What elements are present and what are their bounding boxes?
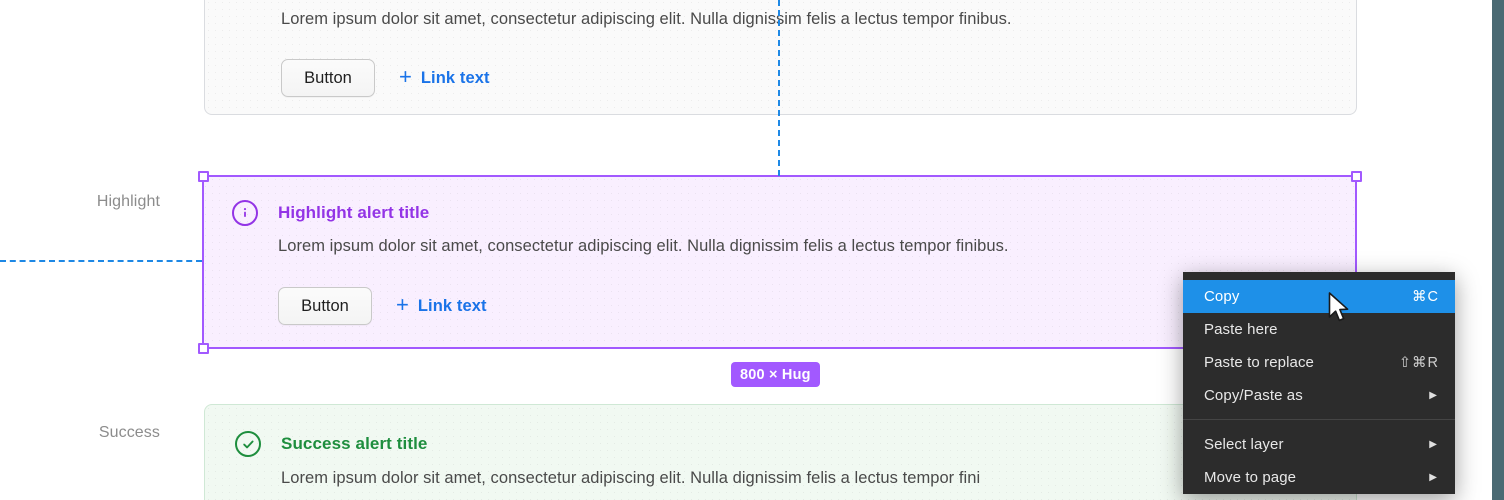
alert-card-highlight[interactable]: Highlight alert title Lorem ipsum dolor … xyxy=(202,176,1357,348)
menu-item-move-to-page[interactable]: Move to page ▶ xyxy=(1183,461,1455,494)
selection-edge-bottom xyxy=(202,347,1357,349)
alert-card-neutral[interactable]: Lorem ipsum dolor sit amet, consectetur … xyxy=(204,0,1357,115)
selection-handle-bottom-left[interactable] xyxy=(198,343,209,354)
plus-icon: + xyxy=(399,64,412,89)
row-label-success: Success xyxy=(98,424,160,441)
alert-neutral-button[interactable]: Button xyxy=(281,59,375,97)
guide-horizontal xyxy=(0,260,202,262)
row-label-highlight: Highlight xyxy=(96,193,160,210)
alert-highlight-body: Lorem ipsum dolor sit amet, consectetur … xyxy=(278,237,1009,255)
chevron-right-icon: ▶ xyxy=(1429,471,1437,483)
menu-item-copy[interactable]: Copy ⌘C xyxy=(1183,280,1455,313)
selection-handle-top-left[interactable] xyxy=(198,171,209,182)
info-circle-icon xyxy=(232,200,258,226)
alert-highlight-actions: Button + Link text xyxy=(278,287,487,325)
menu-item-paste-to-replace-shortcut: ⇧⌘R xyxy=(1398,354,1439,371)
context-menu[interactable]: Copy ⌘C Paste here Paste to replace ⇧⌘R … xyxy=(1183,272,1455,494)
check-circle-icon xyxy=(235,431,261,457)
alert-neutral-link[interactable]: + Link text xyxy=(399,64,490,89)
menu-item-copy-shortcut: ⌘C xyxy=(1412,288,1439,305)
menu-item-copy-paste-as-label: Copy/Paste as xyxy=(1204,387,1303,404)
alert-neutral-actions: Button + Link text xyxy=(281,59,490,97)
plus-icon: + xyxy=(396,292,409,317)
selection-edge-left xyxy=(202,175,204,349)
alert-highlight-button[interactable]: Button xyxy=(278,287,372,325)
menu-item-copy-paste-as[interactable]: Copy/Paste as ▶ xyxy=(1183,379,1455,412)
right-panel-gap xyxy=(1455,0,1492,500)
selection-edge-top xyxy=(202,175,1357,177)
alert-success-body: Lorem ipsum dolor sit amet, consectetur … xyxy=(281,469,981,487)
menu-item-paste-here[interactable]: Paste here xyxy=(1183,313,1455,346)
menu-item-paste-to-replace[interactable]: Paste to replace ⇧⌘R xyxy=(1183,346,1455,379)
selection-edge-right xyxy=(1355,175,1357,349)
size-badge: 800 × Hug xyxy=(731,362,820,387)
menu-item-select-layer-label: Select layer xyxy=(1204,436,1284,453)
alert-card-success[interactable]: Success alert title Lorem ipsum dolor si… xyxy=(204,404,1357,500)
alert-neutral-link-label: Link text xyxy=(420,68,490,87)
menu-item-paste-to-replace-label: Paste to replace xyxy=(1204,354,1314,371)
menu-item-paste-here-label: Paste here xyxy=(1204,321,1278,338)
chevron-right-icon: ▶ xyxy=(1429,389,1437,401)
alert-success-title: Success alert title xyxy=(281,434,428,453)
menu-item-copy-label: Copy xyxy=(1204,288,1240,305)
alert-highlight-link[interactable]: + Link text xyxy=(396,292,487,317)
right-edge-strip xyxy=(1492,0,1504,500)
selection-handle-top-right[interactable] xyxy=(1351,171,1362,182)
menu-item-move-to-page-label: Move to page xyxy=(1204,469,1297,486)
menu-item-select-layer[interactable]: Select layer ▶ xyxy=(1183,428,1455,461)
menu-separator xyxy=(1183,419,1455,420)
chevron-right-icon: ▶ xyxy=(1429,438,1437,450)
guide-vertical xyxy=(778,0,780,176)
alert-highlight-title: Highlight alert title xyxy=(278,203,430,222)
alert-neutral-body: Lorem ipsum dolor sit amet, consectetur … xyxy=(281,10,1012,28)
alert-highlight-link-label: Link text xyxy=(417,296,487,315)
